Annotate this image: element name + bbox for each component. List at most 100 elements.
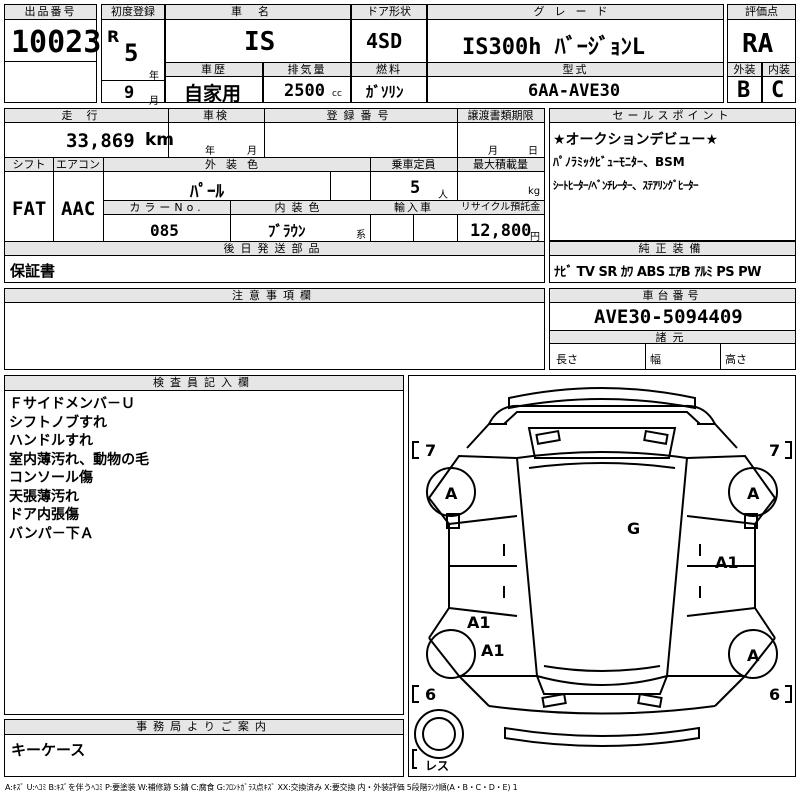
capacity-label: 乗車定員 (370, 158, 457, 172)
inspector-line: 室内薄汚れ、動物の毛 (9, 451, 150, 468)
office-text: キーケース (11, 741, 86, 759)
first-reg-year: 5 (124, 39, 139, 67)
capacity: 5 (410, 178, 421, 198)
inspector-line: コンソール傷 (9, 470, 93, 486)
history-box: 車歴 自家用 (165, 62, 263, 105)
sales-label: セールスポイント (550, 109, 795, 123)
lot-label: 出品番号 (5, 5, 96, 20)
ac: AAC (61, 198, 96, 220)
door-type: 4SD (366, 29, 403, 53)
inspector-line: シフトノブすれ (9, 414, 107, 431)
mileage-label: 走行 (5, 109, 168, 123)
inspector-box: 検査員記入欄 Ｆサイドメンバ－Ｕ シフトノブすれ ハンドルすれ 室内薄汚れ、動物… (4, 375, 404, 715)
reg-no-label: 登録番号 (264, 109, 457, 123)
model-box: 型式 6AA-AVE30 (427, 62, 724, 103)
capacity-unit: 人 (438, 190, 448, 201)
inspector-line: ハンドルすれ (9, 433, 93, 449)
sales-line-3: ｼｰﾄﾋｰﾀｰ/ﾍﾞﾝﾁﾚｰﾀｰ、ｽﾃｱﾘﾝｸﾞﾋｰﾀｰ (553, 179, 699, 192)
shift: FAT (12, 198, 47, 220)
sales-line-1: ★オークションデビュー★ (553, 132, 719, 148)
ext-grade-label: 外装 (728, 63, 761, 77)
inspection-label: 車検 (168, 109, 264, 123)
grade: IS300h ﾊﾞｰｼﾞｮﾝL (462, 35, 645, 60)
fuel: ｶﾞｿﾘﾝ (366, 83, 404, 101)
mileage-unit: km (145, 130, 175, 150)
lot-number: 10023 (11, 25, 102, 60)
first-reg-label: 初度登録 (102, 5, 164, 20)
damage-mark-a1: A1 (467, 613, 491, 632)
tire-depth-fl: 7 (425, 441, 436, 460)
shift-label: シフト (5, 158, 53, 172)
lot-box: 出品番号 10023 (4, 4, 101, 62)
score-label: 評価点 (728, 5, 795, 20)
door-box: ドア形状 4SD (351, 4, 427, 63)
ac-label: エアコン (53, 158, 103, 172)
equipment-box: 純正装備 ﾅﾋﾞ TV SR ｶﾜ ABS ｴｱB ｱﾙﾐ PS PW (549, 241, 796, 283)
era: R (107, 27, 120, 46)
damage-mark-a: A (445, 484, 458, 503)
transfer-day-unit: 日 (528, 146, 538, 157)
transfer-label: 譲渡書類期限 (457, 109, 544, 123)
tire-depth-rr: 6 (769, 685, 780, 704)
car-name-label: 車名 (166, 5, 350, 20)
int-grade: C (771, 78, 785, 103)
damage-mark-g: G (627, 519, 640, 538)
score-box: 評価点 RA (727, 4, 796, 63)
specs-label: 諸元 (550, 330, 795, 344)
later-parts: 保証書 (10, 262, 56, 280)
chassis-box: 車台番号 AVE30-5094409 諸元 長さ 幅 高さ (549, 288, 796, 370)
recycle-unit: 円 (530, 232, 540, 243)
ext-color: ﾊﾟｰﾙ (190, 182, 224, 202)
load-label: 最大積載量 (457, 158, 544, 172)
notes-box: 注意事項欄 (4, 288, 545, 370)
office-box: 事務局よりご案内 キーケース (4, 719, 404, 777)
tire-depth-fr: 7 (769, 441, 780, 460)
first-reg-month: 9 (124, 83, 135, 103)
history: 自家用 (184, 83, 242, 105)
displacement-label: 排気量 (264, 63, 350, 77)
int-color: ﾌﾞﾗｳﾝ (268, 222, 306, 240)
later-parts-label: 後日発送部品 (5, 242, 544, 256)
lot-extra-box (4, 61, 97, 103)
inspector-line: Ｆサイドメンバ－Ｕ (9, 396, 135, 412)
spec-width: 幅 (650, 353, 661, 366)
displacement-box: 排気量 2500 cc (263, 62, 351, 103)
equipment-items: ﾅﾋﾞ TV SR ｶﾜ ABS ｴｱB ｱﾙﾐ PS PW (554, 265, 762, 280)
mid-block (4, 108, 545, 283)
grade-label: グレード (428, 5, 723, 20)
inspector-line: ドア内張傷 (9, 507, 79, 523)
damage-mark-a: A (747, 484, 760, 503)
tire-depth-rl: 6 (425, 685, 436, 704)
insp-month-unit: 月 (247, 146, 257, 157)
load-unit: kg (528, 186, 541, 197)
displacement: 2500 (284, 81, 325, 101)
ext-grade: B (737, 78, 751, 103)
year-unit: 年 (149, 71, 159, 82)
damage-mark-a1: A1 (481, 641, 505, 660)
month-unit: 月 (149, 96, 159, 107)
office-label: 事務局よりご案内 (5, 720, 403, 735)
mileage: 33,869 (66, 130, 135, 152)
spare-tire-label: レス (425, 759, 449, 773)
recycle-label: リサイクル預託金 (457, 201, 544, 215)
displacement-unit: cc (332, 89, 342, 99)
spec-height: 高さ (725, 353, 747, 366)
chassis-label: 車台番号 (550, 289, 795, 303)
color-no: 085 (150, 221, 179, 240)
recycle: 12,800 (470, 221, 532, 241)
damage-mark-a1: A1 (715, 553, 739, 572)
damage-mark-a: A (747, 646, 760, 665)
car-name-box: 車名 IS (165, 4, 351, 63)
ext-grade-box: 外装 B (727, 62, 762, 103)
int-color-suffix: 系 (356, 230, 366, 241)
equipment-label: 純正装備 (550, 242, 795, 256)
first-reg-box: 初度登録 R 5 年 9 月 (101, 4, 165, 107)
int-grade-box: 内装 C (762, 62, 796, 103)
diagram-box: 7 7 6 6 A A A G A1 A1 A1 レス (408, 375, 796, 777)
inspector-line: バンパ－下Ａ (9, 525, 94, 542)
transfer-month-unit: 月 (488, 146, 498, 157)
history-label: 車歴 (166, 63, 262, 77)
fuel-label: 燃料 (352, 63, 426, 77)
insp-year-unit: 年 (205, 146, 215, 157)
model-label: 型式 (428, 63, 723, 77)
